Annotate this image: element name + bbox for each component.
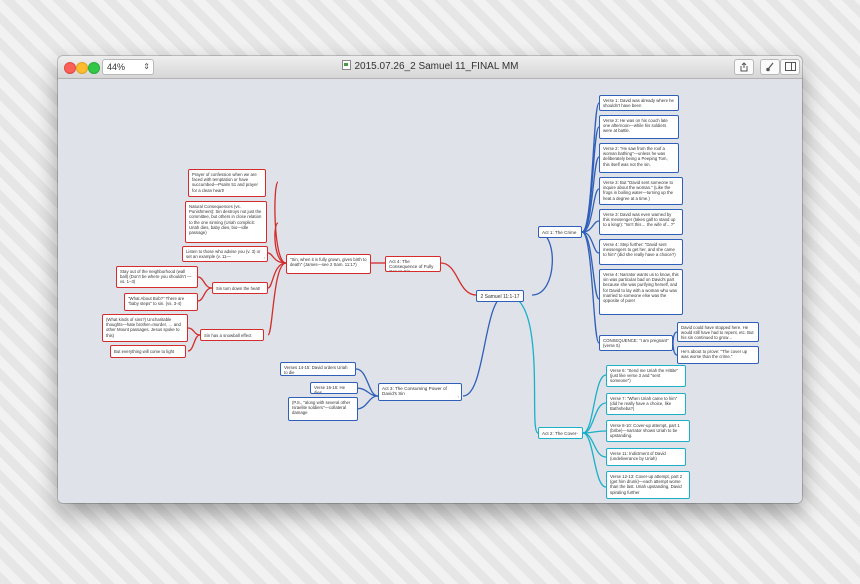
act1-item-1[interactable]: Verse 1: David was already where he shou… [599,95,679,111]
act3-item-3[interactable]: (P.S., "along with several other Israeli… [288,397,358,421]
mindmap-connectors [187,102,678,488]
act3-title: Act 3: The Consuming Power of David's Si… [382,386,447,397]
link-root-act3 [462,294,507,397]
brush-icon [766,62,774,72]
act1-title: Act 1: The Crime [542,230,577,235]
share-button[interactable] [734,59,754,75]
act4-item-neighborhood-text: Stay out of the neighborhood (wall ball)… [120,269,192,285]
root-node[interactable]: 2 Samuel 11:1-17 [476,290,524,302]
act1-node[interactable]: Act 1: The Crime [538,226,582,238]
zoom-value: 44% [107,62,126,72]
share-icon [740,62,748,72]
act1-item-7-text: Verse 4: Narrator wants us to know, this… [603,272,679,304]
act1-consequence[interactable]: CONSEQUENCE: "I am pregnant" (verse 5) [599,335,673,351]
more-icon: › [263,254,265,260]
consequence-child-1-text: David could have stopped here. He would … [681,325,754,341]
app-window: 44% ⇕ 2015.07.26_2 Samuel 11_FINAL MM [58,56,802,503]
link-root-act4 [440,262,477,296]
act2-item-5[interactable]: Verse 12-13: Cover-up attempt, part 2 (g… [606,471,690,499]
act3-item-2[interactable]: Verse 16-16: He dies [310,382,358,394]
link-root-act2 [505,294,539,434]
format-button[interactable] [760,59,780,75]
act4-item-neighborhood[interactable]: Stay out of the neighborhood (wall ball)… [116,266,198,288]
act2-item-4-text: Verse 11: Indictment of David (undeliver… [610,451,666,462]
link-root-act1 [531,231,553,296]
act2-node[interactable]: Act 2: The Cover-Up [538,427,583,439]
act1-item-4[interactable]: Verse 3: But "David sent someone to inqu… [599,177,683,205]
act2-item-1-text: Verse 6: "Send me Uriah the Hittite" (ju… [610,368,679,384]
maximize-window-button[interactable] [88,62,100,74]
close-window-button[interactable] [64,62,76,74]
act1-item-5-text: Verse 3: David was even warned by this m… [603,212,676,228]
act2-item-1[interactable]: Verse 6: "Send me Uriah the Hittite" (ju… [606,365,686,387]
act3-item-2-text: Verse 16-16: He dies [314,385,346,394]
act4-item-light-text: But everything will come to light [114,349,175,354]
act3-item-1-text: Verses 14-15: David orders Uriah to die [284,365,348,376]
act1-item-3-text: Verse 2: "He saw from the roof a woman b… [603,146,668,167]
act4-item-listen-text: Listen to those who advise you (v. 3) or… [186,249,261,260]
act2-item-3-text: Verse 8-10: Cover-up attempt, part 1 (br… [610,423,680,439]
act4-branch-heat[interactable]: Sin turn down the heat! [212,282,268,294]
act1-item-4-text: Verse 3: But "David sent someone to inqu… [603,180,674,201]
chevron-updown-icon: ⇕ [143,62,150,71]
act3-item-3-text: (P.S., "along with several other Israeli… [292,400,351,416]
title-bar: 44% ⇕ 2015.07.26_2 Samuel 11_FINAL MM [58,56,802,79]
act4-branch-heat-text: Sin turn down the heat! [216,286,261,291]
document-icon [341,60,351,70]
act4-item-natural-consequences-text: Natural Consequences (vs. Punishment): S… [189,204,262,236]
act4-item-prayer[interactable]: Prayer of confession when we are faced w… [188,169,266,197]
zoom-select[interactable]: 44% ⇕ [102,59,154,75]
act3-item-1[interactable]: Verses 14-15: David orders Uriah to die [280,362,356,376]
consequence-child-1[interactable]: David could have stopped here. He would … [677,322,759,342]
window-title: 2015.07.26_2 Samuel 11_FINAL MM [354,61,519,72]
act4-branch-snowball[interactable]: Sin has a snowball effect [200,329,264,341]
act2-title: Act 2: The Cover-Up [542,431,578,436]
act4-item-listen[interactable]: Listen to those who advise you (v. 3) or… [182,246,268,262]
act4-item-prayer-text: Prayer of confession when we are faced w… [192,172,258,193]
act4-child-text: "Sin, when it is fully grown, gives birt… [290,257,367,268]
act2-item-2-text: Verse 7: "When Uriah came to him" (did h… [610,396,678,412]
act4-item-uncharitable[interactable]: (What kinds of sins?) Uncharitable thoug… [102,314,188,342]
act4-item-light[interactable]: But everything will come to light [110,345,186,358]
act4-child[interactable]: "Sin, when it is fully grown, gives birt… [286,254,371,274]
act1-item-2[interactable]: Verse 2: He was on his couch late one af… [599,115,679,139]
act1-item-7[interactable]: Verse 4: Narrator wants us to know, this… [599,269,683,315]
act3-node[interactable]: Act 3: The Consuming Power of David's Si… [378,383,462,401]
act1-item-6[interactable]: Verse 4: Step further: "David sent messe… [599,239,683,265]
sidebar-toggle-button[interactable] [780,59,800,75]
more-icon: › [457,393,459,399]
act1-item-1-text: Verse 1: David was already where he shou… [603,98,674,109]
minimize-window-button[interactable] [76,62,88,74]
window-title-wrap: 2015.07.26_2 Samuel 11_FINAL MM [58,56,802,78]
consequence-child-2[interactable]: He's about to prove: "The cover up was w… [677,346,759,364]
act2-item-5-text: Verse 12-13: Cover-up attempt, part 2 (g… [610,474,683,495]
act4-item-uncharitable-text: (What kinds of sins?) Uncharitable thoug… [106,317,181,338]
act1-item-2-text: Verse 2: He was on his couch late one af… [603,118,668,134]
root-label: 2 Samuel 11:1-17 [480,294,520,300]
act4-item-baby-steps-text: "What About Bob?" There are "baby steps"… [128,296,185,307]
act4-branch-snowball-text: Sin has a snowball effect [204,333,252,338]
act4-item-natural-consequences[interactable]: Natural Consequences (vs. Punishment): S… [185,201,267,243]
act4-node[interactable]: Act 4: The Consequence of Fully Grown Si… [385,256,441,272]
sidebar-icon [784,62,796,71]
act1-item-3[interactable]: Verse 2: "He saw from the roof a woman b… [599,143,679,173]
act2-item-3[interactable]: Verse 8-10: Cover-up attempt, part 1 (br… [606,420,690,442]
act1-consequence-text: CONSEQUENCE: "I am pregnant" (verse 5) [603,338,669,349]
act2-item-4[interactable]: Verse 11: Indictment of David (undeliver… [606,448,686,466]
consequence-child-2-text: He's about to prove: "The cover up was w… [681,349,748,360]
act4-title: Act 4: The Consequence of Fully Grown Si… [389,259,434,272]
act2-item-2[interactable]: Verse 7: "When Uriah came to him" (did h… [606,393,686,415]
act4-item-baby-steps[interactable]: "What About Bob?" There are "baby steps"… [124,293,198,311]
act1-item-6-text: Verse 4: Step further: "David sent messe… [603,242,676,258]
mindmap-canvas[interactable]: 2 Samuel 11:1-17 Act 1: The Crime Verse … [58,79,802,503]
act1-item-5[interactable]: Verse 3: David was even warned by this m… [599,209,683,235]
